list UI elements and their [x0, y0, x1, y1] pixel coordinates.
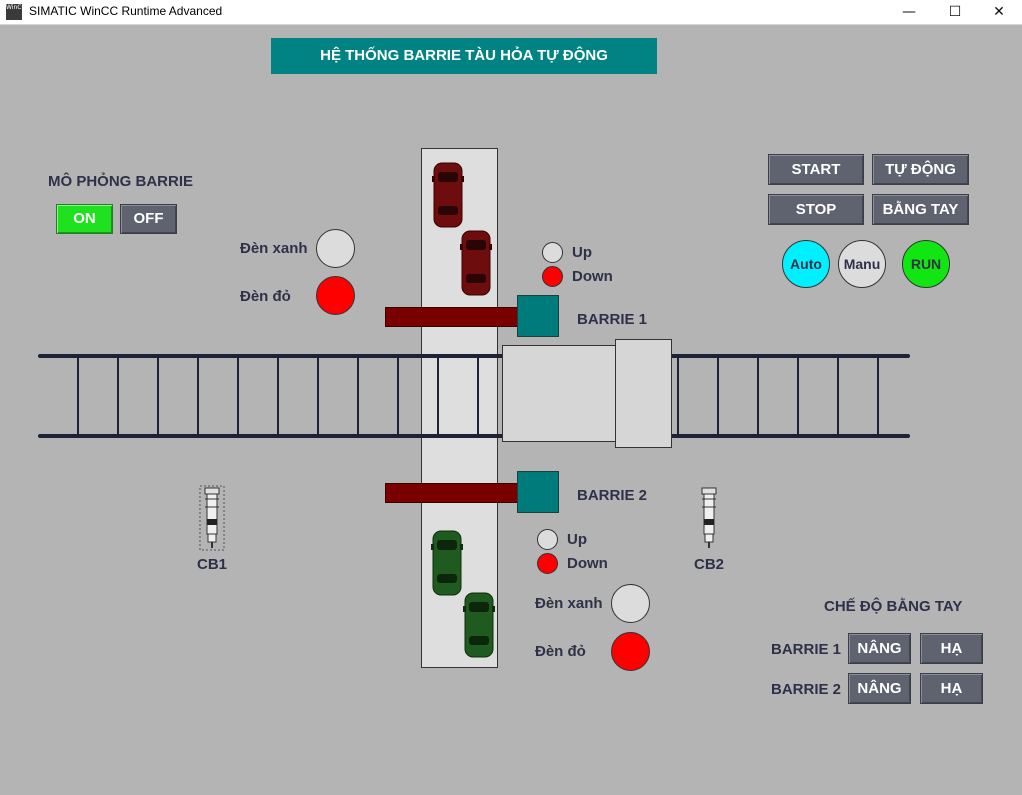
- barrier-2-lower-button[interactable]: HẠ: [920, 673, 983, 704]
- barrier-1-up-light: [542, 242, 563, 263]
- window-title-bar: [0, 0, 1022, 25]
- barrier-1-up-label: Up: [572, 244, 592, 261]
- bottom-red-light: [611, 632, 650, 671]
- simulation-off-button[interactable]: OFF: [120, 204, 177, 234]
- car-green-2: [463, 592, 495, 658]
- barrier-2-post: [517, 471, 559, 513]
- barrier-1-down-label: Down: [572, 268, 613, 285]
- rail-over-road: [421, 354, 498, 438]
- run-indicator: RUN: [902, 240, 950, 288]
- barrier-1-down-light: [542, 266, 563, 287]
- barrier-2-arm: [385, 483, 518, 503]
- page-title: HỆ THỐNG BARRIE TÀU HỎA TỰ ĐỘNG: [271, 38, 657, 74]
- barrier-1-label: BARRIE 1: [577, 311, 648, 328]
- simulation-label: MÔ PHỎNG BARRIE: [48, 173, 194, 190]
- maximize-icon[interactable]: ☐: [948, 4, 962, 20]
- bottom-red-light-label: Đèn đỏ: [535, 643, 586, 660]
- car-red-1: [432, 162, 464, 228]
- barrier-2-down-light: [537, 553, 558, 574]
- car-red-2: [460, 230, 492, 296]
- top-green-light: [316, 229, 355, 268]
- sensor-cb1-label: CB1: [197, 556, 228, 573]
- train-car-front: [615, 339, 672, 448]
- top-red-light-label: Đèn đỏ: [240, 288, 291, 305]
- auto-indicator: Auto: [782, 240, 830, 288]
- sensor-cb1-icon: [199, 485, 225, 551]
- top-green-light-label: Đèn xanh: [240, 240, 308, 257]
- sensor-cb2-icon: [701, 487, 717, 548]
- barrier-2-up-light: [537, 529, 558, 550]
- manual-mode-button[interactable]: BẰNG TAY: [872, 194, 969, 225]
- bottom-green-light-label: Đèn xanh: [535, 595, 603, 612]
- manual-panel-title: CHẾ ĐỘ BẰNG TAY: [824, 598, 963, 615]
- barrier-2-raise-button[interactable]: NÂNG: [848, 673, 911, 704]
- barrier-2-up-label: Up: [567, 531, 587, 548]
- minimize-icon[interactable]: —: [902, 4, 916, 20]
- sensor-cb2-label: CB2: [694, 556, 725, 573]
- car-green-1: [431, 530, 463, 596]
- manu-indicator: Manu: [838, 240, 886, 288]
- barrier-1-lower-button[interactable]: HẠ: [920, 633, 983, 664]
- auto-mode-button[interactable]: TỰ ĐỘNG: [872, 154, 969, 185]
- barrier-2-down-label: Down: [567, 555, 608, 572]
- start-button[interactable]: START: [768, 154, 864, 185]
- stop-button[interactable]: STOP: [768, 194, 864, 225]
- simulation-on-button[interactable]: ON: [56, 204, 113, 234]
- barrier-1-arm: [385, 307, 518, 327]
- manual-barrier-1-label: BARRIE 1: [771, 641, 842, 658]
- manual-barrier-2-label: BARRIE 2: [771, 681, 842, 698]
- top-red-light: [316, 276, 355, 315]
- barrier-1-raise-button[interactable]: NÂNG: [848, 633, 911, 664]
- barrier-1-post: [517, 295, 559, 337]
- bottom-green-light: [611, 584, 650, 623]
- train-car-rear: [502, 345, 616, 442]
- close-icon[interactable]: ✕: [993, 4, 1005, 20]
- wincc-app-icon: WinCC: [6, 4, 22, 20]
- barrier-2-label: BARRIE 2: [577, 487, 648, 504]
- window-title: SIMATIC WinCC Runtime Advanced: [29, 4, 223, 18]
